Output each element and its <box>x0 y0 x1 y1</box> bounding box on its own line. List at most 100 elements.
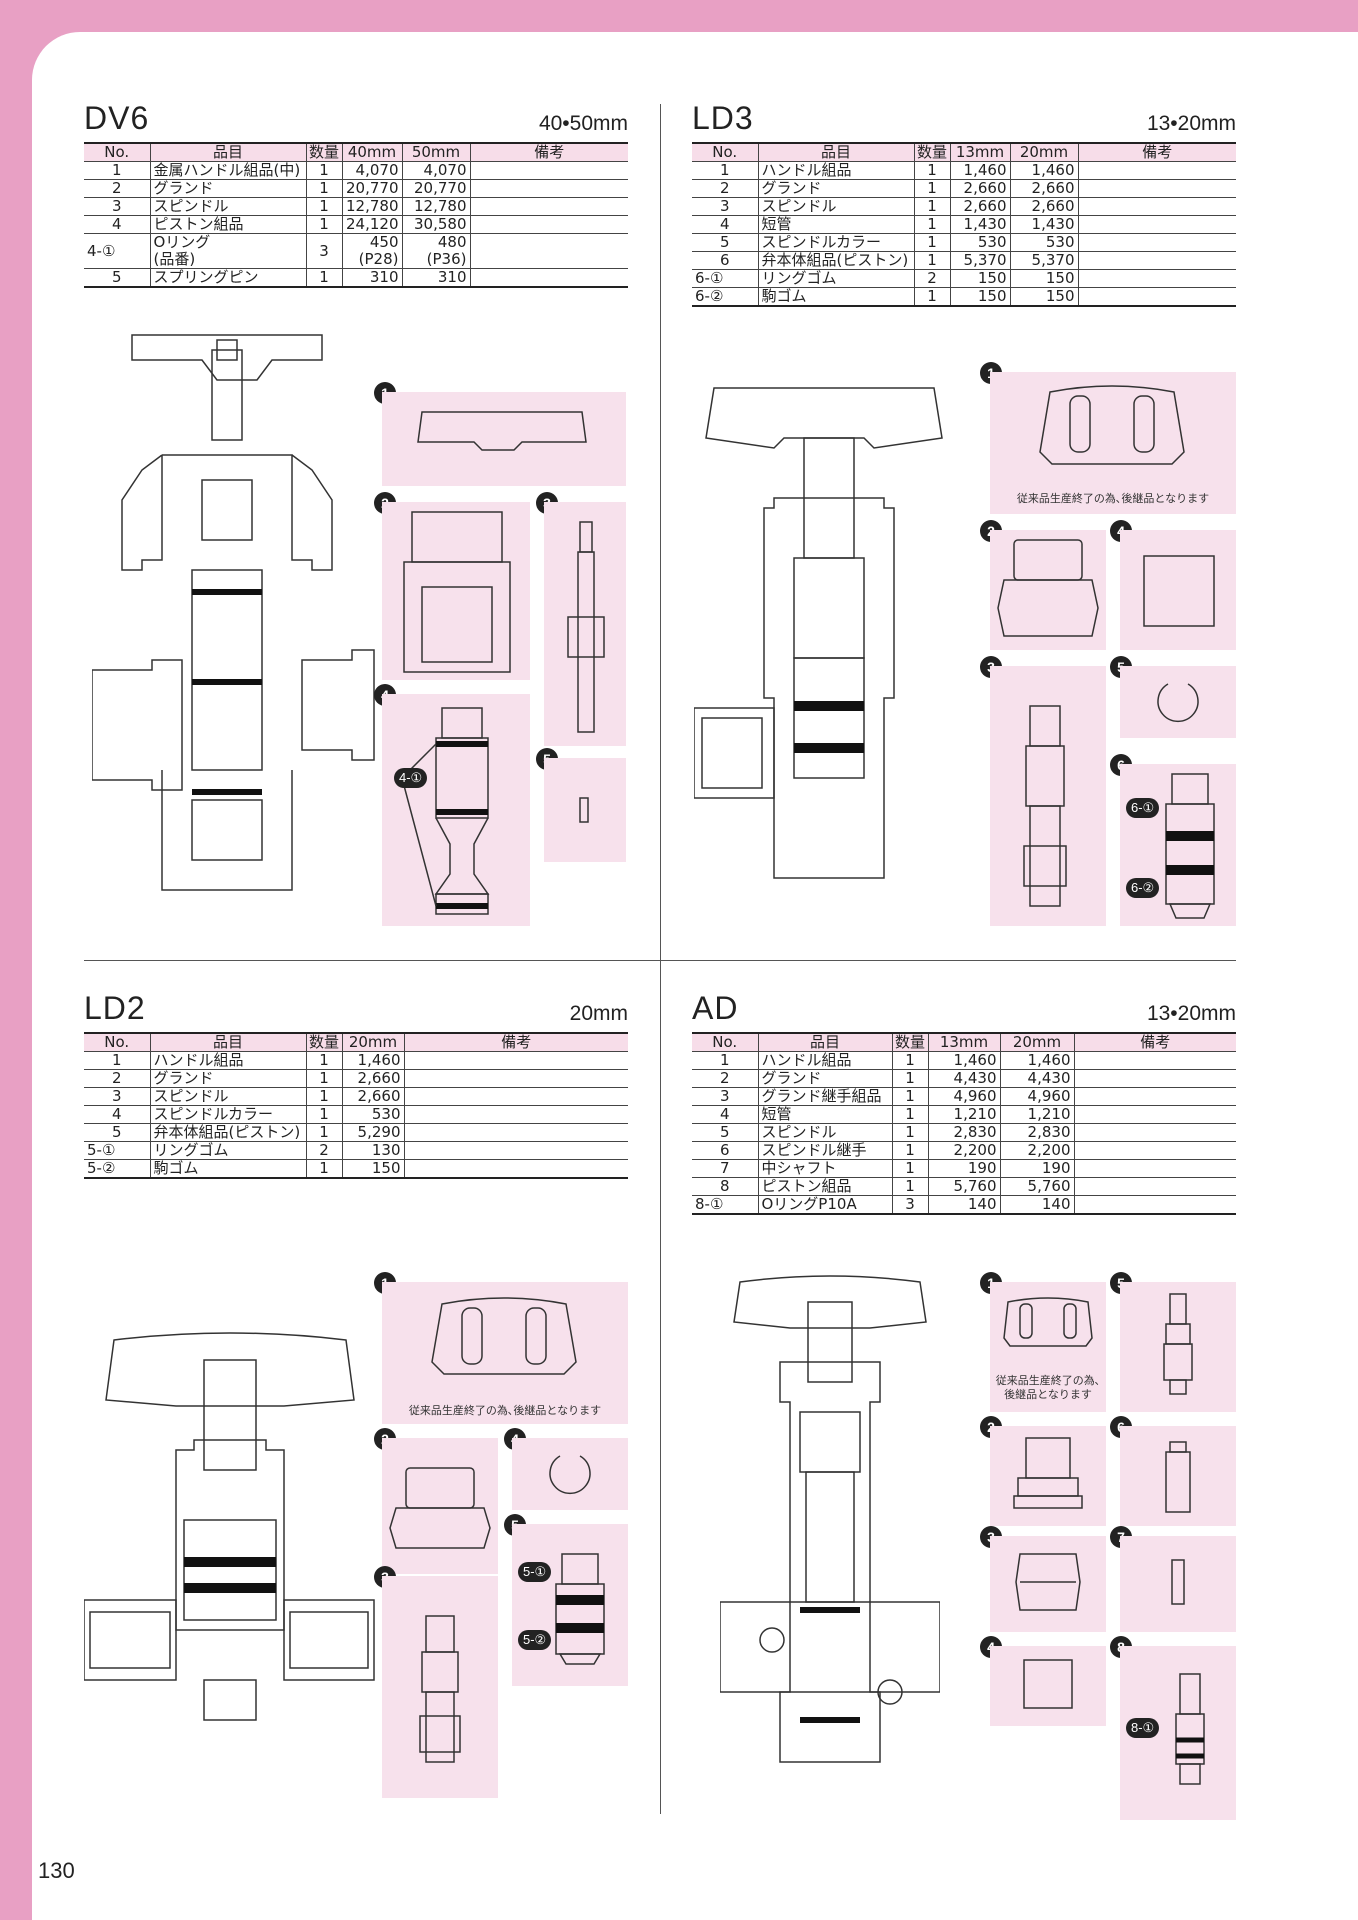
section-title: LD2 <box>84 990 146 1026</box>
cell-price-2: 5,760 <box>1000 1177 1075 1196</box>
cell-item: 駒ゴム <box>150 1159 307 1179</box>
part-panel-5 <box>544 758 626 862</box>
cell-price-1: 530 <box>342 1105 405 1124</box>
cell-qty: 1 <box>306 268 343 288</box>
cell-qty: 1 <box>306 197 343 216</box>
cell-no: 6 <box>692 251 759 270</box>
cell-item: 中シャフト <box>758 1159 893 1178</box>
col-qty: 数量 <box>306 1032 343 1052</box>
cell-item: グランド <box>758 179 915 198</box>
cell-price-2: 310 <box>402 268 471 288</box>
collar-part-drawing <box>1157 683 1199 722</box>
cell-notes <box>1078 287 1236 307</box>
cell-no: 2 <box>84 179 151 198</box>
cell-price-2: 140 <box>1000 1195 1075 1215</box>
col-item: 品目 <box>150 142 307 162</box>
section-title: AD <box>692 990 739 1026</box>
part-panel-3 <box>990 1536 1106 1632</box>
cell-qty: 1 <box>892 1105 929 1124</box>
cell-item: グランド <box>150 179 307 198</box>
cell-price-1: 190 <box>928 1159 1001 1178</box>
sub-part-tag-6-2: 6-② <box>1126 878 1160 898</box>
cell-price-1: 150 <box>342 1159 405 1179</box>
cell-notes <box>1074 1123 1236 1142</box>
cell-price-1: 2,660 <box>950 197 1011 216</box>
cell-item: Oリング(品番) <box>150 233 307 269</box>
cell-item: リングゴム <box>150 1141 307 1160</box>
cell-item: スピンドル <box>758 1123 893 1142</box>
cell-price-1: 1,430 <box>950 215 1011 234</box>
gland-part-drawing <box>997 539 1099 637</box>
cell-qty: 1 <box>892 1069 929 1088</box>
section-title: LD3 <box>692 100 754 136</box>
cell-qty: 1 <box>306 1159 343 1179</box>
cell-price-1: 2,660 <box>342 1069 405 1088</box>
part-panel-7 <box>1120 1536 1236 1632</box>
part-panel-4 <box>382 694 530 926</box>
cell-item: OリングP10A <box>758 1195 893 1215</box>
cell-price-1: 530 <box>950 233 1011 252</box>
price-line-2: (P28) <box>358 250 399 268</box>
cell-item: ハンドル組品 <box>150 1051 307 1070</box>
cell-notes <box>470 197 628 216</box>
cell-notes <box>1074 1195 1236 1215</box>
cell-qty: 1 <box>914 197 951 216</box>
ld3-valve-drawing <box>694 387 943 879</box>
col-no: No. <box>692 1032 759 1052</box>
table-header-row: No. 品目 数量 13mm 20mm 備考 <box>692 1032 1236 1052</box>
col-item: 品目 <box>758 1032 893 1052</box>
table-header-row: No. 品目 数量 20mm 備考 <box>84 1032 628 1052</box>
cell-no: 4 <box>84 1105 151 1124</box>
part-panel-5 <box>1120 1282 1236 1412</box>
cell-item: 短管 <box>758 215 915 234</box>
valve-body-part-drawing <box>1165 773 1215 919</box>
part-panel-1: 従来品生産終了の為､後継品となります <box>990 372 1236 514</box>
col-item: 品目 <box>758 142 915 162</box>
cell-qty: 1 <box>914 287 951 307</box>
cell-notes <box>1078 161 1236 180</box>
handle-part-drawing <box>417 411 587 451</box>
sub-part-tag-8-1: 8-① <box>1126 1718 1160 1738</box>
short-pipe-part-drawing <box>1143 555 1215 627</box>
cell-qty: 1 <box>306 179 343 198</box>
cell-item: 駒ゴム <box>758 287 915 307</box>
cell-price-2: 1,210 <box>1000 1105 1075 1124</box>
cell-notes <box>404 1123 628 1142</box>
cell-price-1: 2,200 <box>928 1141 1001 1160</box>
dv6-valve-drawing <box>92 334 375 891</box>
sub-part-tag-5-1: 5-① <box>518 1562 552 1582</box>
cell-price-1: 5,370 <box>950 251 1011 270</box>
cell-qty: 1 <box>306 215 343 234</box>
cell-qty: 1 <box>892 1141 929 1160</box>
cell-qty: 1 <box>892 1177 929 1196</box>
cell-notes <box>1074 1105 1236 1124</box>
cell-qty: 1 <box>914 215 951 234</box>
cell-notes <box>1078 179 1236 198</box>
piston-part-drawing <box>1175 1673 1205 1785</box>
cell-no: 3 <box>84 197 151 216</box>
valve-body-part-drawing <box>555 1553 605 1665</box>
cell-item: スピンドル <box>150 197 307 216</box>
cell-qty: 1 <box>892 1087 929 1106</box>
cell-price-1: 5,760 <box>928 1177 1001 1196</box>
part-panel-2 <box>382 1438 498 1574</box>
cell-price-2: 2,660 <box>1010 197 1079 216</box>
cell-qty: 1 <box>306 1087 343 1106</box>
cell-notes <box>1074 1141 1236 1160</box>
cell-no: 5 <box>84 1123 151 1142</box>
spindle-part-drawing <box>1163 1293 1193 1395</box>
cell-item: グランド継手組品 <box>758 1087 893 1106</box>
col-notes: 備考 <box>404 1032 628 1052</box>
